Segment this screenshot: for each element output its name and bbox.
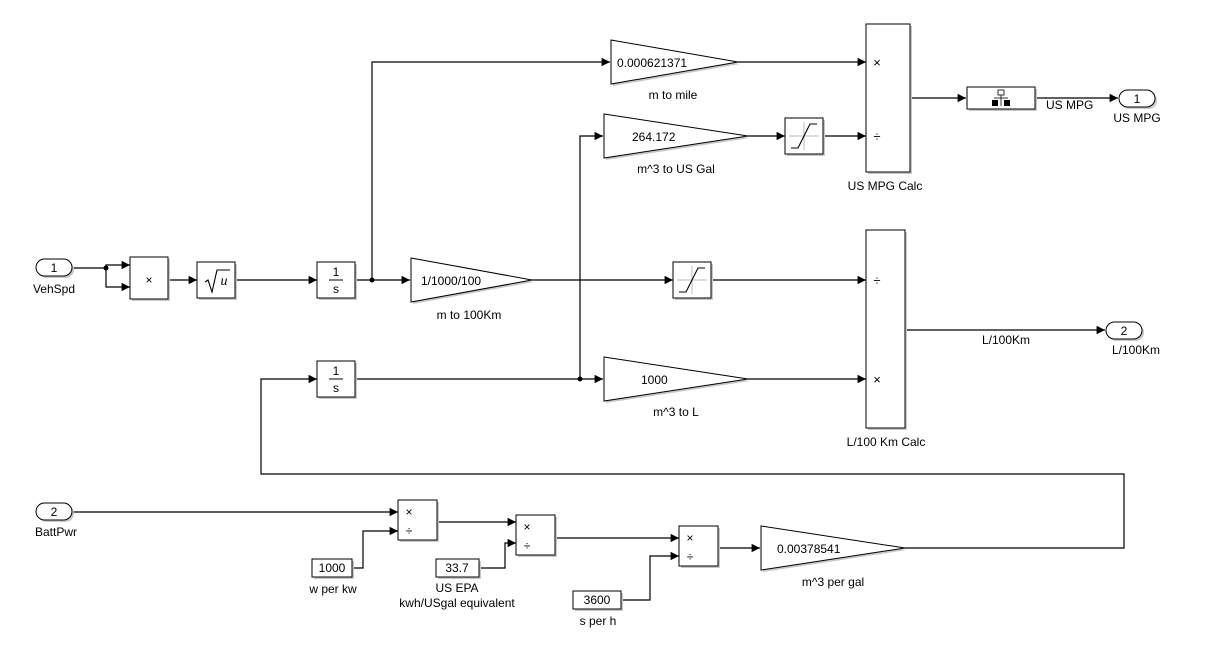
- line-to-usgal: [579, 131, 603, 379]
- multiply-icon: ×: [145, 273, 152, 287]
- saturation-block-top[interactable]: [784, 117, 825, 156]
- product-op-multiply: ×: [873, 372, 881, 387]
- constant-w-per-kw[interactable]: 1000 w per kw: [308, 558, 357, 596]
- product-us-mpg-calc[interactable]: × ÷ US MPG Calc: [848, 23, 923, 193]
- inport-label: VehSpd: [33, 282, 75, 296]
- divide-op-divide: ÷: [687, 550, 694, 564]
- line-vehspd-b: [105, 268, 130, 292]
- outport-us-mpg[interactable]: 1 US MPG: [1113, 89, 1161, 125]
- divide-op-multiply: ×: [523, 520, 530, 534]
- line-feedback: [260, 374, 1125, 549]
- conversion-icon: [992, 89, 1010, 106]
- gain-m3-to-usgal[interactable]: 264.172 m^3 to US Gal: [603, 113, 750, 176]
- saturation-icon: [677, 266, 707, 294]
- constant-value: 1000: [319, 561, 346, 575]
- gain-label: m^3 per gal: [802, 575, 864, 589]
- constant-value: 3600: [584, 593, 611, 607]
- divide-op-divide: ÷: [524, 539, 531, 553]
- saturation-block-middle[interactable]: [672, 261, 713, 300]
- branch-dot: [103, 265, 109, 271]
- gain-m-to-mile[interactable]: 0.000621371 m to mile: [610, 39, 740, 102]
- inport-vehspd[interactable]: 1 VehSpd: [33, 258, 75, 296]
- signal-label-l100km: L/100Km: [982, 333, 1030, 347]
- sqrt-icon: [204, 269, 230, 295]
- constant-value: 33.7: [445, 561, 469, 575]
- inport-number: 1: [51, 261, 58, 275]
- outport-label: L/100Km: [1112, 343, 1160, 357]
- signal-lines: [72, 57, 1125, 601]
- integrator-2[interactable]: 1 s: [316, 360, 357, 399]
- line-wperkw-div1: [352, 526, 398, 569]
- divide-block-2[interactable]: × ÷: [515, 514, 557, 557]
- outport-number: 2: [1121, 324, 1128, 338]
- signal-label-us-mpg: US MPG: [1046, 98, 1093, 112]
- integrator-numerator: 1: [333, 265, 340, 279]
- constant-label-line2: kwh/USgal equivalent: [399, 596, 515, 610]
- product-label: L/100 Km Calc: [847, 435, 926, 449]
- constant-label: s per h: [580, 614, 617, 628]
- constant-us-epa[interactable]: 33.7 US EPA kwh/USgal equivalent: [399, 558, 515, 610]
- product-label: US MPG Calc: [848, 179, 923, 193]
- gain-value: 1000: [641, 373, 668, 387]
- divide-op-multiply: ×: [405, 505, 412, 519]
- gain-value: 0.000621371: [617, 56, 687, 70]
- product-op-divide: ÷: [873, 129, 880, 144]
- gain-value: 0.00378541: [777, 542, 841, 556]
- line-sperh-div3: [621, 551, 679, 601]
- gain-m3-to-l[interactable]: 1000 m^3 to L: [603, 356, 750, 419]
- constant-label-line1: US EPA: [435, 581, 478, 595]
- multiply-block[interactable]: ×: [129, 256, 170, 301]
- gain-value: 1/1000/100: [421, 274, 481, 288]
- gain-label: m^3 to US Gal: [637, 162, 715, 176]
- product-l100km-calc[interactable]: ÷ × L/100 Km Calc: [847, 229, 926, 449]
- sqrt-block[interactable]: u: [196, 261, 237, 300]
- inport-battpwr[interactable]: 2 BattPwr: [35, 502, 77, 539]
- divide-block-3[interactable]: × ÷: [678, 525, 720, 568]
- gain-label: m to mile: [649, 88, 698, 102]
- integrator-numerator: 1: [333, 364, 340, 378]
- line-vehspd-a: [105, 260, 130, 270]
- integrator-1[interactable]: 1 s: [316, 261, 357, 300]
- gain-label: m^3 to L: [653, 405, 699, 419]
- gain-m3-per-gal[interactable]: 0.00378541 m^3 per gal: [760, 525, 907, 589]
- integrator-denominator: s: [333, 282, 339, 296]
- inport-number: 2: [51, 505, 58, 519]
- product-op-divide: ÷: [873, 273, 880, 288]
- integrator-denominator: s: [333, 381, 339, 395]
- gain-m-to-100km[interactable]: 1/1000/100 m to 100Km: [410, 257, 534, 322]
- line-to-mile: [371, 57, 610, 280]
- gain-label: m to 100Km: [437, 308, 502, 322]
- outport-label: US MPG: [1113, 111, 1160, 125]
- divide-op-multiply: ×: [686, 531, 693, 545]
- divide-block-1[interactable]: × ÷: [397, 499, 439, 542]
- inport-label: BattPwr: [35, 525, 77, 539]
- sqrt-variable: u: [221, 274, 228, 289]
- outport-number: 1: [1134, 92, 1141, 106]
- outport-l100km[interactable]: 2 L/100Km: [1105, 321, 1160, 357]
- product-op-multiply: ×: [873, 55, 881, 70]
- constant-s-per-h[interactable]: 3600 s per h: [572, 590, 623, 628]
- divide-op-divide: ÷: [406, 524, 413, 538]
- constant-label: w per kw: [308, 582, 357, 596]
- gain-value: 264.172: [632, 130, 676, 144]
- unit-conversion-block[interactable]: [966, 86, 1037, 111]
- saturation-icon: [789, 122, 819, 150]
- line-epa-div2: [479, 538, 516, 569]
